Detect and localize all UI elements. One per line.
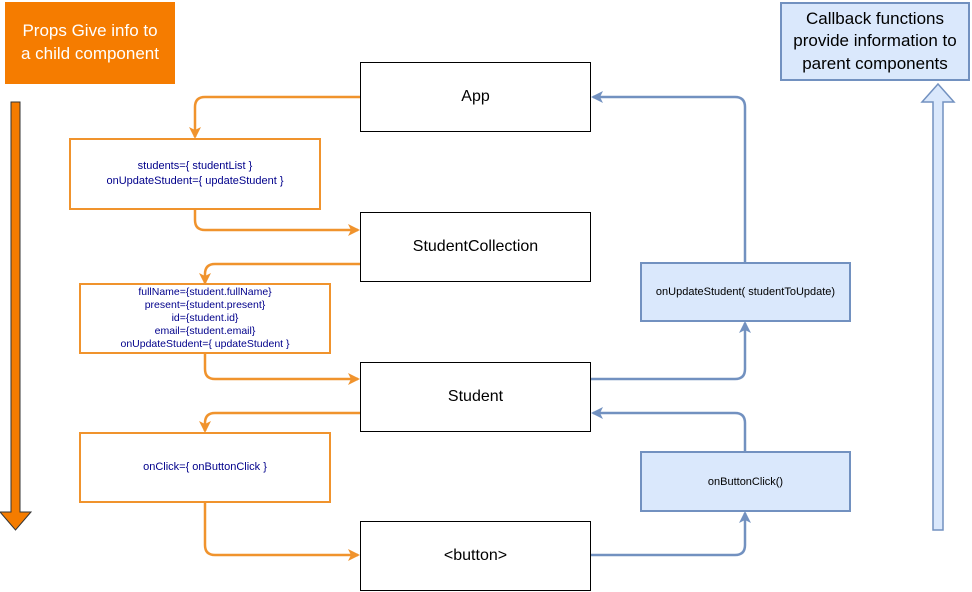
student-component-label: Student <box>447 388 504 405</box>
prop-line: fullName={student.fullName} <box>138 285 272 298</box>
callback-label: onUpdateStudent( studentToUpdate) <box>655 286 836 298</box>
callback-note-line-3: parent components <box>802 53 948 73</box>
edge-props-to-collection <box>193 210 360 236</box>
prop-line: onUpdateStudent={ updateStudent } <box>120 338 290 351</box>
callback-note-line-2: provide information to <box>793 31 957 51</box>
prop-line: onUpdateStudent={ updateStudent } <box>106 175 284 187</box>
app-component: App <box>360 62 591 132</box>
edge-student-to-callback <box>591 321 751 381</box>
edge-props-to-button <box>203 503 360 561</box>
edge-button-to-callback <box>591 511 751 557</box>
prop-line: id={student.id} <box>171 311 239 324</box>
button-component-label: <button> <box>443 547 508 564</box>
props-direction-arrow <box>0 101 33 531</box>
props-note-line-1: Props Give info to <box>22 21 158 41</box>
props-note-line-2: a child component <box>21 44 159 63</box>
student-collection-component-label: StudentCollection <box>412 238 539 255</box>
callback-student-to-collection: onUpdateStudent( studentToUpdate) <box>640 262 851 322</box>
edge-callback-to-app <box>591 91 747 262</box>
student-component: Student <box>360 362 591 432</box>
prop-line: present={student.present} <box>144 298 266 311</box>
callback-label: onButtonClick() <box>707 475 784 488</box>
prop-line: students={ studentList } <box>137 160 253 173</box>
props-app-to-collection: students={ studentList } onUpdateStudent… <box>69 138 321 210</box>
edge-callback-to-student <box>591 407 747 451</box>
student-collection-component: StudentCollection <box>360 212 591 282</box>
prop-line: onClick={ onButtonClick } <box>143 461 267 474</box>
edge-app-to-props <box>189 95 360 139</box>
props-note: Props Give info to a child component <box>5 2 175 84</box>
callback-button-to-student: onButtonClick() <box>640 451 851 512</box>
button-component: <button> <box>360 521 591 591</box>
props-collection-to-student: fullName={student.fullName} present={stu… <box>79 283 331 354</box>
prop-line: email={student.email} <box>154 325 256 338</box>
app-component-label: App <box>461 88 490 105</box>
callback-note: Callback functions provide information t… <box>780 2 970 81</box>
callback-direction-arrow <box>920 82 956 531</box>
callback-note-line-1: Callback functions <box>806 9 944 29</box>
props-student-to-button: onClick={ onButtonClick } <box>79 432 331 503</box>
edge-props-to-student <box>203 354 360 385</box>
edge-collection-to-props <box>199 262 360 285</box>
edge-student-to-props <box>199 411 360 433</box>
